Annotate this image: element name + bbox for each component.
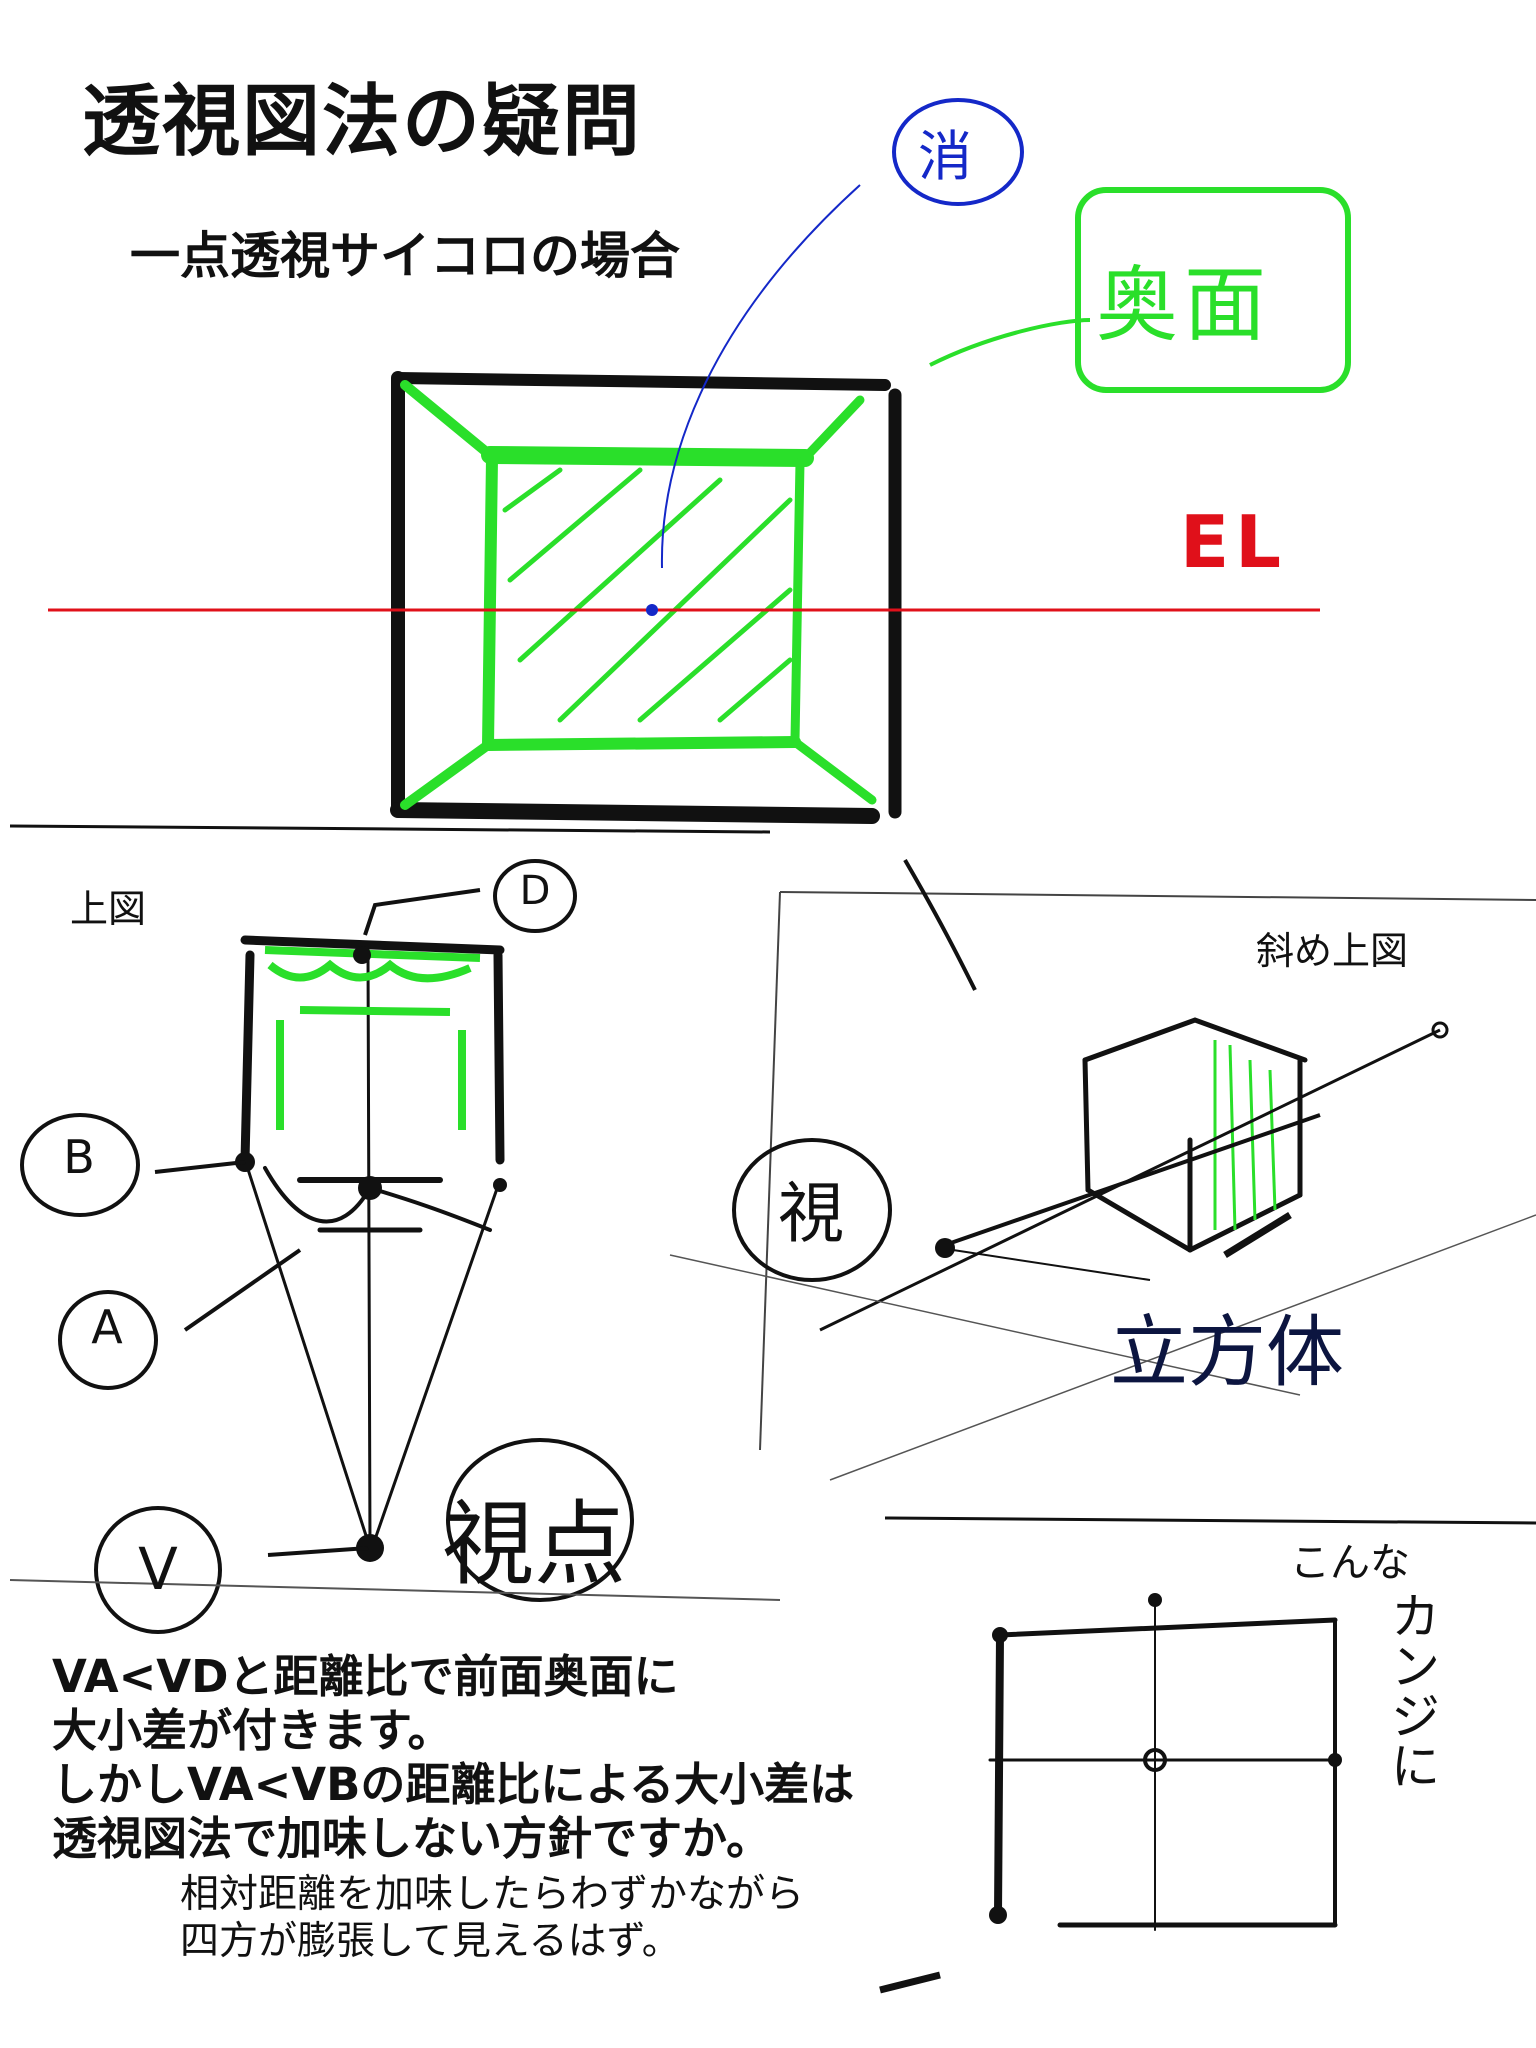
vanishing-point-leader (660, 184, 861, 569)
section-divider-vertical (759, 891, 781, 1451)
expanded-square-arrow (879, 1971, 941, 1994)
diagonal-back-hatch (1213, 1040, 1277, 1231)
question-line: 大小差が付きます。 (52, 1704, 453, 1757)
section-divider-top (9, 824, 771, 834)
section-divider-right (779, 891, 1536, 901)
diagonal-view-circle (732, 1138, 892, 1282)
top-view-cube (240, 935, 505, 1550)
top-view-back-hatch (264, 946, 481, 1130)
question-line: しかしVA<VBの距離比による大小差は (52, 1758, 855, 1811)
point-label-v: V (138, 1535, 178, 1603)
page-subtitle: 一点透視サイコロの場合 (130, 227, 680, 285)
front-face-outline (390, 371, 902, 824)
vanishing-point-dot (646, 604, 658, 616)
section-divider-bottom (884, 1516, 1536, 1525)
top-view-leaders (154, 888, 481, 1557)
vanishing-label: 消 (918, 125, 972, 188)
diagonal-sight-lines (669, 858, 1536, 1481)
vanishing-circle (892, 98, 1024, 206)
top-view-label: 上図 (70, 887, 147, 931)
expanded-square-points (989, 1593, 1342, 1924)
back-face (400, 380, 877, 810)
section-divider-mid (9, 1579, 781, 1601)
top-view-circles (20, 859, 634, 1634)
cube-label: 立方体 (1110, 1308, 1345, 1398)
view-label: 視 (778, 1175, 844, 1252)
back-face-callout-box (1075, 187, 1351, 393)
diagonal-far-point (1431, 1021, 1449, 1039)
top-view-points (235, 946, 507, 1562)
point-label-b: B (63, 1130, 95, 1184)
like-this-label: こんな (1290, 1540, 1410, 1586)
back-face-leader (929, 318, 1091, 367)
diagonal-eye-point (935, 1238, 955, 1258)
diagonal-cube (1082, 1017, 1308, 1253)
viewpoint-label: 視点 (442, 1491, 627, 1598)
question-line: VA<VDと距離比で前面奥面に (52, 1650, 679, 1703)
point-label-d: D (519, 868, 551, 914)
like-this-label-2: カンジに (1382, 1590, 1441, 1790)
expanded-square (988, 1599, 1342, 1931)
note-text: 相対距離を加味したらわずかながら 四方が膨張して見えるはず。 (180, 1872, 804, 1966)
question-line: 透視図法で加味しない方針ですか。 (52, 1812, 772, 1865)
note-line: 相対距離を加味したらわずかながら (180, 1872, 805, 1917)
diagonal-view-label: 斜め上図 (1256, 929, 1409, 973)
expanded-square-center (1143, 1748, 1167, 1772)
note-line: 四方が膨張して見えるはず。 (180, 1918, 681, 1964)
page-title: 透視図法の疑問 (82, 77, 643, 167)
question-text: VA<VDと距離比で前面奥面に 大小差が付きます。 しかしVA<VBの距離比によ… (52, 1650, 854, 1866)
point-label-a: A (91, 1300, 123, 1354)
eye-level-label: EL (1180, 500, 1288, 584)
back-face-label: 奥面 (1096, 258, 1273, 353)
